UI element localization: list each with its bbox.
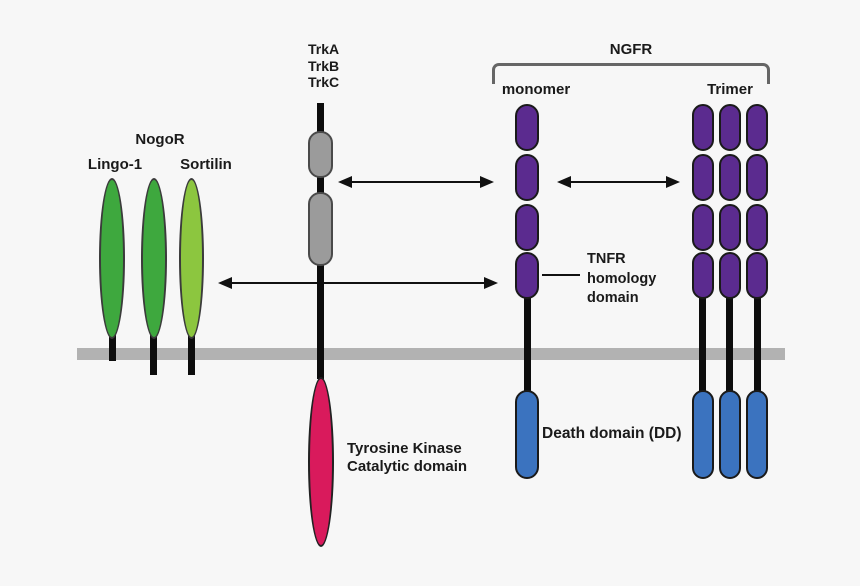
monomer-tnfr-oval-1 (515, 104, 539, 151)
arrow-sortilin-monomer (218, 276, 498, 290)
nogor-group-label: NogoR (135, 131, 185, 148)
monomer-death-domain-oval (515, 390, 539, 479)
trk-extracellular-domain-lower (308, 192, 333, 266)
arrow-shaft (221, 282, 495, 284)
monomer-tnfr-oval-4 (515, 252, 539, 299)
ngfr-bracket (492, 63, 770, 84)
monomer-stem (524, 290, 531, 395)
trimer3-tnfr-oval-2 (746, 154, 768, 201)
sortilin-label: Sortilin (180, 156, 232, 173)
lingo1-label: Lingo-1 (87, 156, 143, 173)
monomer-tnfr-oval-2 (515, 154, 539, 201)
trimer1-tnfr-oval-4 (692, 252, 714, 299)
trimer1-death-domain-oval (692, 390, 714, 479)
trimer3-tnfr-oval-4 (746, 252, 768, 299)
trimer-label: Trimer (707, 81, 753, 98)
cell-membrane-bar (77, 348, 785, 360)
arrow-left-head-icon (338, 176, 352, 188)
arrow-shaft (341, 181, 491, 183)
trk-receptor-labels: TrkA TrkB TrkC (308, 41, 339, 91)
trimer2-tnfr-oval-2 (719, 154, 741, 201)
tyrosine-kinase-domain-oval (308, 377, 334, 547)
trimer3-tnfr-oval-1 (746, 104, 768, 151)
tnfr-domain-pointer-line (542, 274, 580, 276)
trimer2-tnfr-oval-3 (719, 204, 741, 251)
lingo1-stem (109, 330, 116, 361)
arrow-trk-monomer (338, 175, 494, 189)
nogor-stem (150, 330, 157, 375)
sortilin-stem (188, 330, 195, 375)
trimer-stem-2 (726, 290, 733, 395)
monomer-tnfr-oval-3 (515, 204, 539, 251)
arrow-right-head-icon (480, 176, 494, 188)
trkb-label: TrkB (308, 57, 340, 74)
trimer1-tnfr-oval-3 (692, 204, 714, 251)
trimer1-tnfr-oval-2 (692, 154, 714, 201)
tyrosine-kinase-label-line1: Tyrosine Kinase (347, 440, 462, 457)
tnfr-label-line3: domain (587, 290, 639, 306)
trk-extracellular-domain-upper (308, 131, 333, 178)
trimer-stem-1 (699, 290, 706, 395)
lingo1-ectodomain-oval (99, 178, 125, 339)
arrow-shaft (560, 181, 677, 183)
arrow-right-head-icon (666, 176, 680, 188)
tyrosine-kinase-label: Tyrosine Kinase Catalytic domain (347, 440, 467, 476)
tyrosine-kinase-label-line2: Catalytic domain (347, 458, 468, 475)
trimer-stem-3 (754, 290, 761, 395)
tnfr-homology-domain-label: TNFR homology domain (587, 250, 656, 309)
monomer-label: monomer (501, 81, 571, 98)
tnfr-label-line2: homology (587, 270, 657, 287)
trimer2-tnfr-oval-4 (719, 252, 741, 299)
arrow-left-head-icon (557, 176, 571, 188)
trimer2-tnfr-oval-1 (719, 104, 741, 151)
death-domain-label: Death domain (DD) (542, 425, 682, 442)
trimer1-tnfr-oval-1 (692, 104, 714, 151)
sortilin-ectodomain-oval (179, 178, 204, 339)
trimer3-tnfr-oval-3 (746, 204, 768, 251)
arrow-right-head-icon (484, 277, 498, 289)
arrow-left-head-icon (218, 277, 232, 289)
nogor-ectodomain-oval (141, 178, 167, 339)
trka-label: TrkA (308, 41, 340, 57)
trimer2-death-domain-oval (719, 390, 741, 479)
tnfr-label-line1: TNFR (587, 251, 626, 267)
trkc-label: TrkC (308, 74, 340, 90)
trimer3-death-domain-oval (746, 390, 768, 479)
ngfr-group-label: NGFR (609, 41, 653, 58)
arrow-monomer-trimer (557, 175, 680, 189)
